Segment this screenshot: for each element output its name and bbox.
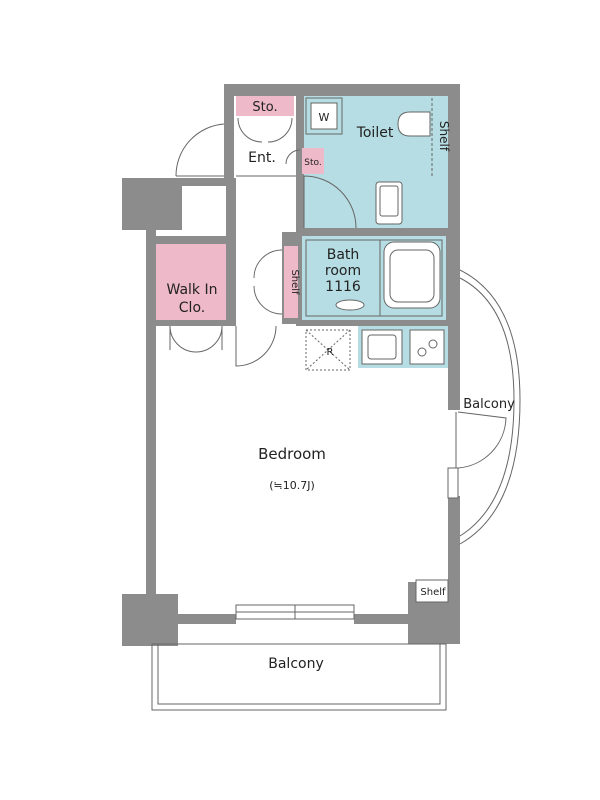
- side-balcony-label: Balcony: [463, 397, 515, 412]
- washer-label: W: [319, 111, 330, 124]
- walkin-label-1: Walk In: [167, 282, 218, 298]
- hall-shelf: [284, 246, 298, 318]
- side-balcony-inner: [459, 277, 515, 537]
- wall-left: [146, 178, 156, 598]
- toilet-bowl-icon: [397, 111, 431, 137]
- side-window: [447, 467, 459, 499]
- burner-2-icon: [428, 339, 438, 349]
- side-door-arc: [457, 411, 507, 469]
- washer-inner: [310, 102, 338, 130]
- storage-small: [302, 148, 324, 174]
- bottom-balcony-label: Balcony: [268, 656, 324, 672]
- storage-small-door-arc: [285, 149, 301, 165]
- wall-right-lower: [448, 496, 460, 596]
- wall-closet-top: [146, 236, 232, 244]
- bedroom-door-arc: [235, 325, 277, 367]
- toilet-door-arc: [303, 175, 357, 229]
- wall-hall-left: [226, 184, 236, 324]
- storage-door-arc-left: [237, 117, 263, 143]
- storage-door-arc-right: [267, 117, 293, 143]
- walkin-label-2: Clo.: [179, 300, 205, 316]
- entrance-label: Ent.: [248, 150, 276, 166]
- wall-bath-right: [446, 236, 450, 326]
- sink-basin-icon: [379, 185, 399, 217]
- wall-bottom-right: [354, 614, 414, 624]
- bath-label-1: Bath: [327, 247, 360, 263]
- bath-label-2: room: [325, 263, 361, 279]
- bathtub-icon: [383, 241, 441, 309]
- wall-toilet-left: [296, 96, 304, 236]
- walkin-closet: [156, 244, 226, 320]
- toilet-label: Toilet: [356, 125, 394, 141]
- hall-shelf-label: Shelf: [289, 269, 300, 295]
- sink-icon: [375, 181, 403, 225]
- wall-right-middle: [448, 234, 460, 410]
- wall-bottom-left: [156, 614, 236, 624]
- wall-bath-top: [296, 228, 448, 236]
- toilet-shelf-label: Shelf: [437, 121, 451, 152]
- outer-walls: [122, 84, 460, 646]
- wall-closet-bottom: [146, 320, 236, 326]
- bath-label-3: 1116: [325, 279, 361, 295]
- fridge-cross-2: [305, 329, 351, 371]
- entrance-door-arc: [175, 123, 225, 177]
- bottom-balcony-inner: [157, 643, 441, 705]
- kitchen-sink-basin-icon: [367, 334, 397, 360]
- corner-shelf: [415, 579, 449, 603]
- wall-entrance-step: [182, 178, 236, 186]
- closet-door-arc-left: [169, 325, 197, 353]
- wall-bath-bottom: [296, 320, 448, 326]
- fridge-label: R: [327, 347, 334, 358]
- hall-shelf-door-arc-1: [253, 249, 283, 279]
- bath-drain-icon: [335, 299, 365, 311]
- bedroom-size: (≒10.7J): [269, 479, 315, 492]
- bathroom-border: [305, 239, 443, 317]
- fridge-spot: [305, 329, 351, 371]
- storage-small-label: Sto.: [304, 158, 321, 168]
- wall-upper-left: [224, 84, 234, 184]
- bedroom-label: Bedroom: [258, 445, 326, 463]
- closet-door-arc-right: [195, 325, 223, 353]
- hall-shelf-door-arc-2: [253, 285, 283, 315]
- storage-top: [236, 96, 294, 116]
- corner-shelf-label: Shelf: [420, 587, 446, 598]
- stove-icon: [409, 329, 445, 365]
- side-balcony-outer: [459, 269, 521, 545]
- washer-box: [305, 97, 343, 135]
- wall-top: [224, 84, 460, 96]
- storage-top-label: Sto.: [252, 100, 277, 115]
- bathtub-inner-icon: [389, 249, 435, 303]
- burner-1-icon: [417, 347, 427, 357]
- bottom-balcony-outer: [151, 643, 447, 711]
